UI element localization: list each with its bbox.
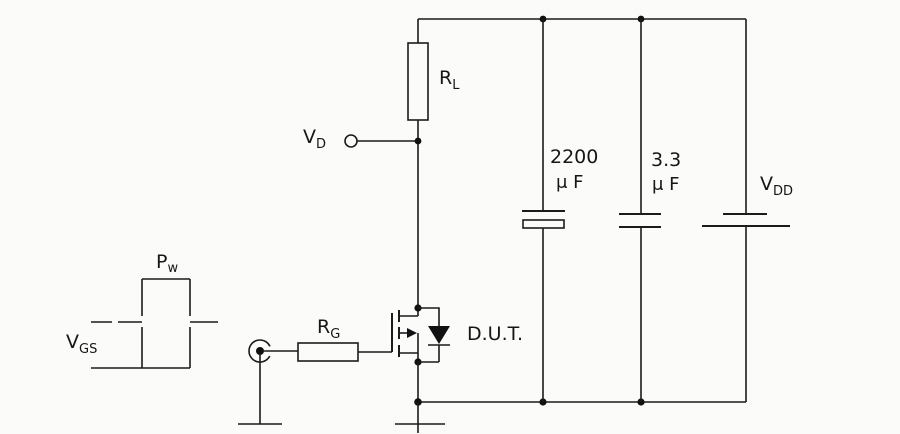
- bypass-capacitor: 3.3 μ F: [619, 19, 681, 402]
- bulk-capacitor-bottom-plate: [522, 219, 565, 229]
- gate-resistor: RG: [297, 316, 392, 362]
- bypass-capacitor-plates: [619, 213, 661, 228]
- load-resistor: RL: [407, 19, 460, 308]
- bulk-capacitor: 2200 μ F: [522, 19, 598, 402]
- bulk-capacitor-value: 2200: [550, 146, 598, 168]
- mosfet-source-stub: [399, 333, 419, 362]
- drain-voltage-label: VD: [303, 126, 326, 152]
- bypass-capacitor-value: 3.3: [651, 149, 681, 171]
- gate-source-voltage-label: VGS: [66, 331, 97, 357]
- gate-resistor-body: [297, 342, 359, 362]
- generator-ground-icon: [238, 355, 282, 425]
- bypass-capacitor-unit: μ F: [652, 174, 680, 195]
- load-resistor-label: RL: [439, 67, 460, 93]
- load-resistor-body: [407, 42, 429, 121]
- bulk-capacitor-unit: μ F: [556, 172, 584, 193]
- mosfet-body-arrow-icon: [407, 328, 417, 338]
- body-diode-branch-wire: [418, 307, 440, 363]
- waveform-pulse-line: [91, 278, 191, 369]
- body-diode-icon: [428, 326, 450, 344]
- dut-mosfet: D.U.T.: [391, 304, 523, 433]
- drain-terminal: VD: [303, 126, 422, 152]
- supply-battery: VDD: [702, 19, 793, 402]
- connector-center-dot: [256, 347, 264, 355]
- supply-voltage-label: VDD: [760, 173, 793, 199]
- dut-label: D.U.T.: [467, 323, 523, 345]
- junction-dot: [414, 137, 422, 145]
- pulse-width-label: Pw: [156, 251, 178, 276]
- pulse-waveform: Pw VGS: [66, 251, 218, 369]
- source-ground-icon: [395, 402, 445, 433]
- pulse-generator-connector: [238, 339, 298, 425]
- terminal-circle-icon: [344, 134, 358, 148]
- gate-resistor-label: RG: [317, 316, 340, 342]
